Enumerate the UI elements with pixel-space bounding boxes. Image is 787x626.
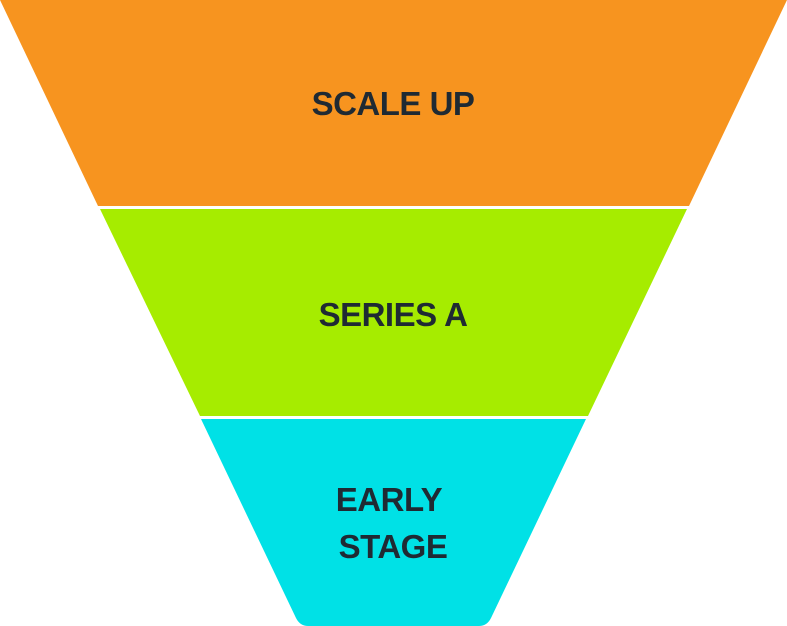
funnel-segment-scale-up — [0, 0, 787, 206]
stage-label-line: EARLY — [336, 481, 443, 518]
funnel-stage-series-a: SERIES A — [100, 209, 687, 416]
stage-label-line: SERIES A — [319, 296, 468, 333]
stage-label-early-stage: EARLY STAGE — [336, 481, 450, 565]
stage-label-scale-up: SCALE UP — [312, 85, 475, 122]
stage-label-line: STAGE — [339, 528, 448, 565]
funnel-segment-series-a — [100, 209, 687, 416]
funnel-stage-early-stage: EARLY STAGE — [201, 419, 586, 626]
stage-label-series-a: SERIES A — [319, 296, 468, 333]
funnel-stage-scale-up: SCALE UP — [0, 0, 787, 206]
funnel-segment-early-stage — [201, 419, 586, 626]
stage-label-line: SCALE UP — [312, 85, 475, 122]
